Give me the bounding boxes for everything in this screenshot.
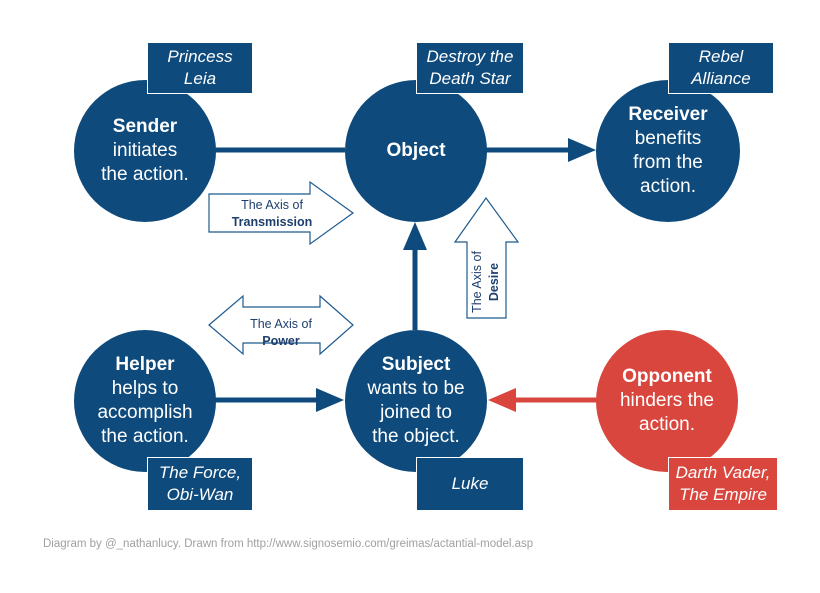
- opponent-title: Opponent: [622, 366, 712, 387]
- object-title: Object: [386, 140, 446, 161]
- helper-tag-line1: The Force,: [158, 463, 242, 482]
- receiver-desc-line3: action.: [640, 176, 696, 197]
- helper-desc-line3: the action.: [101, 426, 189, 447]
- axis-power-arrow: [208, 294, 354, 356]
- sender-title: Sender: [112, 116, 178, 137]
- subject-node: Subject wants to be joined to the object…: [345, 330, 487, 472]
- opponent-tag-line2: The Empire: [679, 485, 767, 504]
- sender-tag: Princess Leia: [147, 42, 253, 94]
- subject-tag: Luke: [416, 457, 524, 511]
- axis-transmission-label: The Axis of Transmission: [216, 197, 328, 231]
- subject-desc-line1: wants to be: [367, 378, 465, 399]
- helper-node: Helper helps to accomplish the action.: [74, 330, 216, 472]
- axis-desire-prefix: The Axis of: [470, 251, 484, 313]
- opponent-subject-arrowhead: [488, 388, 516, 412]
- opponent-desc-line1: hinders the: [619, 390, 714, 411]
- helper-subject-arrowhead: [316, 388, 344, 412]
- axis-desire-arrow: [453, 196, 520, 319]
- sender-tag-line1: Princess: [167, 47, 233, 66]
- object-tag: Destroy the Death Star: [416, 42, 524, 94]
- subject-desc-line3: the object.: [372, 426, 460, 447]
- receiver-title: Receiver: [628, 104, 708, 125]
- subject-tag-line1: Luke: [451, 474, 489, 493]
- receiver-desc-line1: benefits: [634, 128, 702, 149]
- axis-transmission-prefix: The Axis of: [241, 198, 303, 212]
- object-node: Object: [345, 80, 487, 222]
- helper-desc-line2: accomplish: [97, 402, 193, 423]
- opponent-node: Opponent hinders the action.: [596, 330, 738, 472]
- axis-power-name: Power: [262, 334, 300, 348]
- object-tag-line1: Destroy the: [426, 47, 514, 66]
- sender-tag-line2: Leia: [183, 69, 217, 88]
- sender-node: Sender initiates the action.: [74, 80, 216, 222]
- helper-title: Helper: [115, 354, 175, 375]
- receiver-tag-line2: Alliance: [691, 69, 751, 88]
- axis-transmission-arrow: [208, 180, 355, 246]
- subject-object-arrowhead: [403, 222, 427, 250]
- axis-desire-name: Desire: [487, 262, 501, 302]
- receiver-node: Receiver benefits from the action.: [596, 80, 740, 222]
- axis-transmission-name: Transmission: [231, 215, 313, 229]
- credit-text: Diagram by @_nathanlucy. Drawn from http…: [43, 538, 534, 550]
- axis-desire-label: The Axis of Desire: [469, 242, 503, 322]
- axis-power-prefix: The Axis of: [250, 317, 312, 331]
- helper-tag: The Force, Obi-Wan: [147, 457, 253, 511]
- receiver-desc-line2: from the: [633, 152, 703, 173]
- receiver-tag-line1: Rebel: [698, 47, 744, 66]
- opponent-tag: Darth Vader, The Empire: [668, 457, 778, 511]
- subject-desc-line2: joined to: [380, 402, 452, 423]
- subject-title: Subject: [381, 354, 451, 375]
- receiver-tag: Rebel Alliance: [668, 42, 774, 94]
- axis-power-label: The Axis of Power: [229, 316, 333, 350]
- opponent-desc-line2: action.: [639, 414, 695, 435]
- sender-desc-line1: initiates: [112, 140, 178, 161]
- object-receiver-arrowhead: [568, 138, 596, 162]
- sender-desc-line2: the action.: [101, 164, 189, 185]
- helper-desc-line1: helps to: [111, 378, 179, 399]
- opponent-tag-line1: Darth Vader,: [675, 463, 771, 482]
- object-tag-line2: Death Star: [429, 69, 511, 88]
- helper-tag-line2: Obi-Wan: [166, 485, 234, 504]
